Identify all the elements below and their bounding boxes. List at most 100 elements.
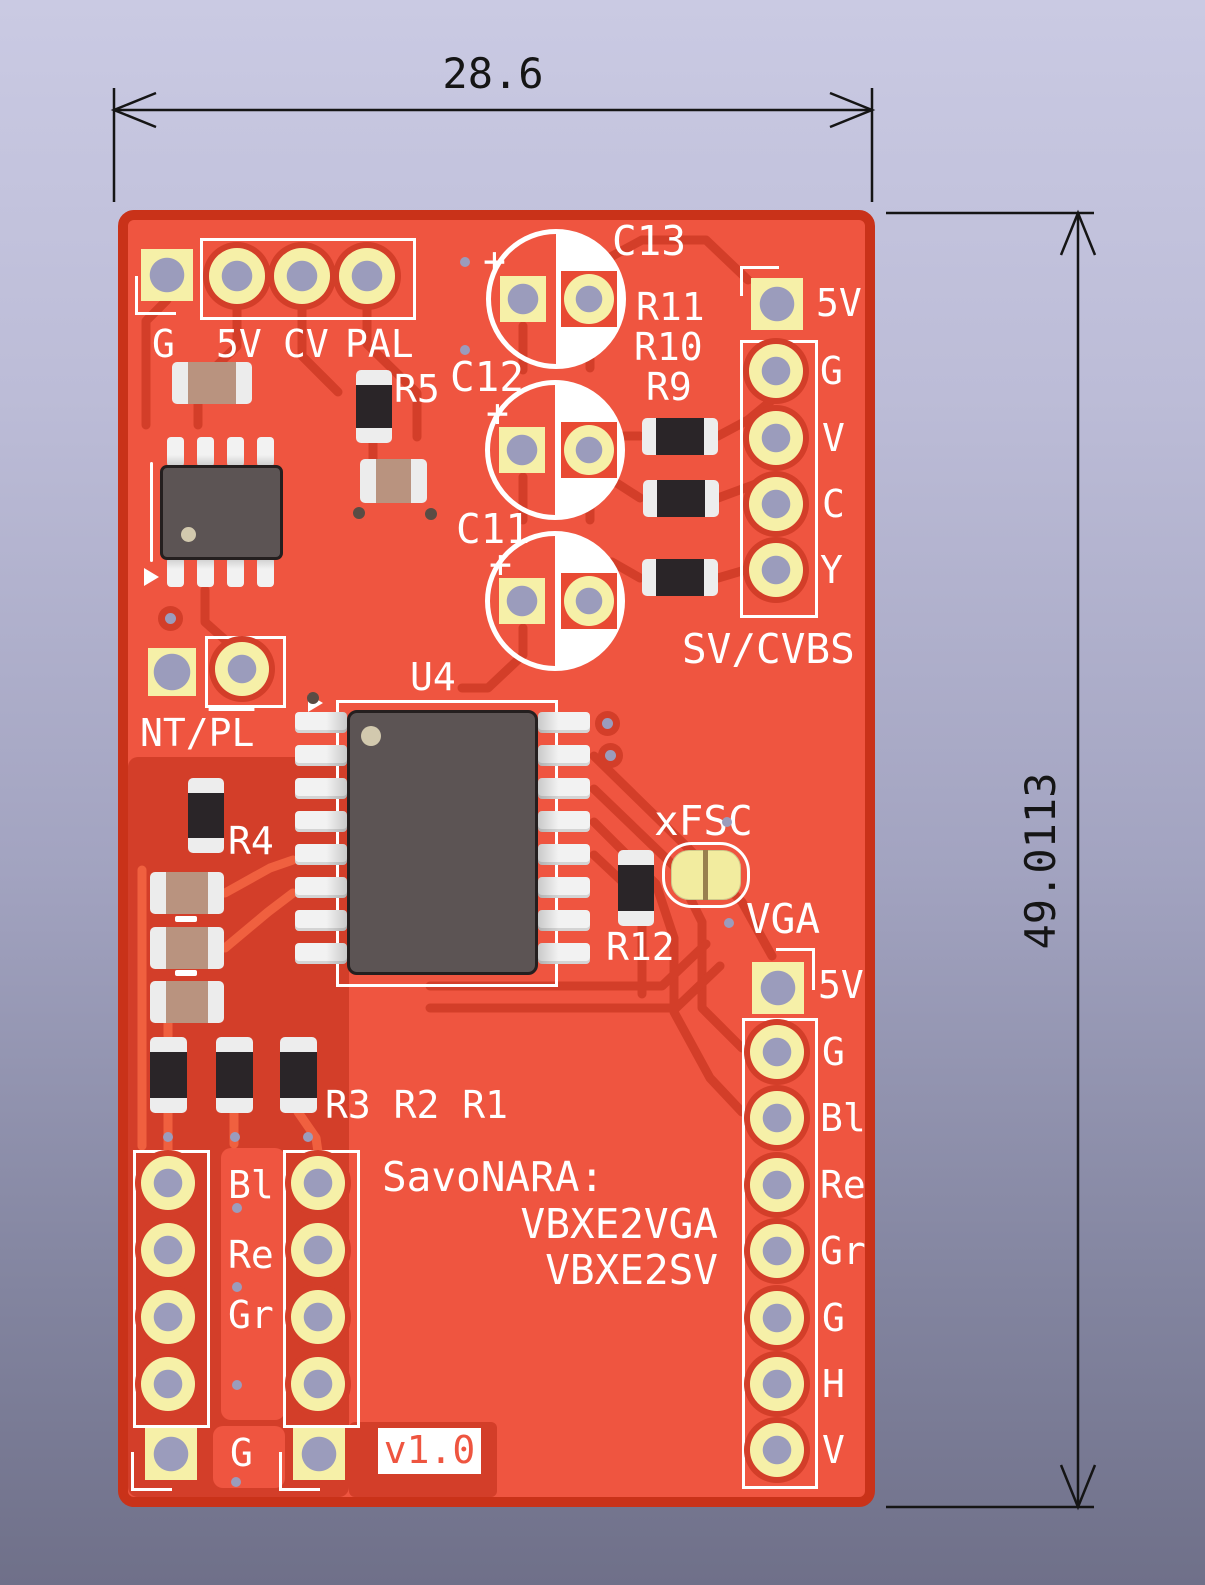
silk-bracket-top-ground bbox=[135, 276, 176, 315]
via bbox=[460, 257, 470, 267]
soic-pin bbox=[257, 437, 274, 467]
u4-pin bbox=[538, 712, 590, 733]
pad-sv-g bbox=[749, 344, 803, 398]
pad-left2-gr bbox=[291, 1290, 345, 1344]
silk-bracket-ground-1 bbox=[131, 1452, 172, 1491]
soic-pin bbox=[197, 557, 214, 587]
pad-vga-h bbox=[750, 1357, 804, 1411]
label-c12: C12 bbox=[450, 353, 525, 401]
silk-box-top-header bbox=[200, 238, 416, 320]
pad-sv-c bbox=[749, 477, 803, 531]
pad-c11-neg bbox=[499, 578, 545, 624]
label-vga-bl: Bl bbox=[820, 1096, 866, 1140]
u4-pin bbox=[538, 778, 590, 799]
u4-pin bbox=[295, 811, 347, 832]
label-r4: R4 bbox=[228, 819, 274, 863]
label-sv-5v: 5V bbox=[816, 281, 862, 325]
label-top-5v: 5V bbox=[216, 322, 262, 366]
pad-c13-neg bbox=[500, 276, 546, 322]
pad-c12-neg bbox=[499, 427, 545, 473]
label-u4: U4 bbox=[410, 655, 456, 699]
resistor-r10 bbox=[643, 480, 719, 517]
resistor-r12 bbox=[618, 850, 654, 926]
label-vga-h: H bbox=[822, 1362, 845, 1406]
soic-pin bbox=[167, 437, 184, 467]
label-sv-cvbs: SV/CVBS bbox=[682, 625, 855, 673]
label-r5: R5 bbox=[394, 367, 440, 411]
capacitor-smd-4 bbox=[150, 927, 224, 969]
pad-left1-gr bbox=[141, 1290, 195, 1344]
label-r3-r2-r1: R3 R2 R1 bbox=[325, 1083, 509, 1127]
via bbox=[425, 508, 437, 520]
label-bottom-ground: G bbox=[230, 1431, 253, 1475]
via bbox=[232, 1380, 242, 1390]
board-title-line3: VBXE2SV bbox=[545, 1246, 718, 1294]
label-left-re: Re bbox=[228, 1233, 274, 1277]
pad-vga-5v bbox=[752, 962, 804, 1014]
pad-vga-g2 bbox=[750, 1291, 804, 1345]
silk-box-ntpl bbox=[205, 636, 286, 708]
via bbox=[230, 1132, 240, 1142]
label-c13: C13 bbox=[612, 217, 687, 265]
label-vga-gr: Gr bbox=[820, 1229, 866, 1273]
resistor-r11 bbox=[642, 559, 718, 596]
label-vga-5v: 5V bbox=[818, 963, 864, 1007]
crystal-xfsc-divider bbox=[703, 850, 708, 900]
label-sv-y: Y bbox=[820, 548, 843, 592]
pad-top-5v bbox=[209, 248, 265, 304]
pin1-arrow-icon bbox=[144, 568, 159, 586]
label-vga-v: V bbox=[822, 1428, 845, 1472]
via bbox=[724, 918, 734, 928]
via bbox=[353, 507, 365, 519]
pad-top-ground bbox=[141, 249, 193, 301]
ic-u4 bbox=[347, 710, 538, 975]
u4-pin bbox=[538, 943, 590, 964]
pad-vga-g1 bbox=[750, 1025, 804, 1079]
pad-left1-4 bbox=[141, 1357, 195, 1411]
pad-ntpl-right bbox=[215, 642, 269, 696]
height-dimension-label: 49.0113 bbox=[1016, 772, 1065, 950]
label-c12-plus: + bbox=[486, 391, 509, 435]
label-left-bl: Bl bbox=[228, 1163, 274, 1207]
silk-line-soic-left bbox=[150, 462, 153, 562]
soic-pin bbox=[227, 557, 244, 587]
u4-pin bbox=[295, 844, 347, 865]
silk-dash bbox=[175, 970, 197, 976]
silk-box-left-header-1 bbox=[133, 1150, 210, 1428]
u4-pin bbox=[295, 877, 347, 898]
via bbox=[165, 613, 176, 624]
version-text: v1.0 bbox=[383, 1428, 476, 1473]
pad-left2-re bbox=[291, 1223, 345, 1277]
label-sv-v: V bbox=[822, 416, 845, 460]
width-dimension-label: 28.6 bbox=[442, 49, 544, 98]
capacitor-smd-1 bbox=[172, 362, 252, 404]
label-left-gr: Gr bbox=[228, 1293, 274, 1337]
u4-pin bbox=[538, 877, 590, 898]
pad-ntpl-left bbox=[148, 648, 196, 696]
via bbox=[232, 1203, 242, 1213]
capacitor-smd-5 bbox=[150, 981, 224, 1023]
via bbox=[163, 1132, 173, 1142]
pad-vga-gr bbox=[750, 1224, 804, 1278]
silk-dash bbox=[175, 916, 197, 922]
u4-pin bbox=[538, 811, 590, 832]
pad-c13-pos bbox=[564, 274, 614, 324]
via bbox=[303, 1132, 313, 1142]
silk-box-vga-header bbox=[742, 1018, 818, 1489]
pad-vga-bl bbox=[750, 1091, 804, 1145]
pad-top-cv bbox=[274, 248, 330, 304]
silk-box-sv-header bbox=[740, 340, 818, 618]
label-c11-plus: + bbox=[489, 542, 512, 586]
via bbox=[602, 718, 613, 729]
label-sv-g: G bbox=[820, 349, 843, 393]
silk-box-u4 bbox=[336, 700, 558, 987]
u4-pin bbox=[295, 745, 347, 766]
capacitor-smd-2 bbox=[360, 459, 427, 503]
pad-top-pal bbox=[339, 248, 395, 304]
resistor-r2 bbox=[216, 1037, 253, 1113]
pad-sv-v bbox=[749, 411, 803, 465]
via bbox=[232, 1282, 242, 1292]
resistor-r1 bbox=[280, 1037, 317, 1113]
